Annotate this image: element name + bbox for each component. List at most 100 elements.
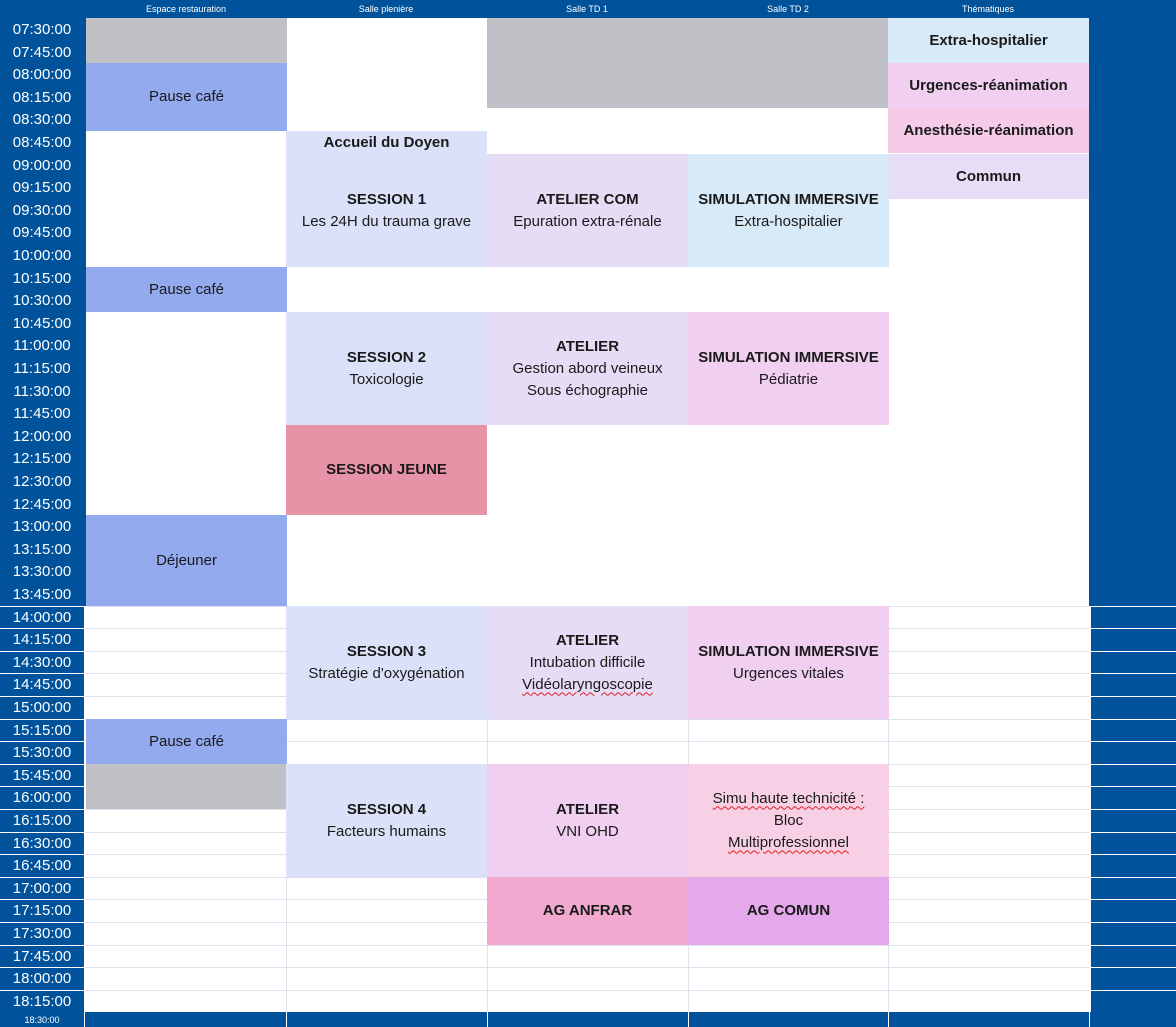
time-divider (0, 651, 84, 652)
time-label: 17:30:00 (12, 925, 72, 942)
time-label: 15:00:00 (12, 699, 72, 716)
block-text: Les 24H du trauma grave (301, 212, 472, 230)
right-strip-divider (1091, 877, 1176, 878)
row-divider (86, 967, 1089, 968)
right-strip-divider (1091, 809, 1176, 810)
block-simulation-urgences: SIMULATION IMMERSIVE Urgences vitales (688, 606, 889, 719)
time-label: 08:15:00 (12, 88, 72, 106)
time-label: 15:45:00 (12, 766, 72, 784)
time-label: 11:45:00 (13, 405, 71, 423)
bottom-bar (0, 1012, 1176, 1027)
bottom-bar-divider (487, 1012, 488, 1027)
time-divider (0, 696, 84, 697)
time-divider (0, 606, 84, 607)
block-text: SIMULATION IMMERSIVE (698, 642, 879, 660)
block-grey-resto-2 (86, 764, 287, 809)
block-text: SESSION 4 (346, 800, 427, 818)
legend-item: Anesthésie-réanimation (888, 108, 1089, 153)
time-divider (0, 877, 84, 878)
time-divider (0, 899, 84, 900)
block-text: AG COMUN (746, 902, 831, 919)
time-label: 08:30:00 (12, 111, 72, 129)
right-strip-divider (1091, 741, 1176, 742)
time-label: 10:45:00 (12, 314, 72, 332)
column-header-3: Salle TD 2 (767, 4, 809, 14)
time-label: 16:15:00 (12, 812, 72, 829)
block-text: Accueil du Doyen (323, 133, 450, 151)
block-text: ATELIER (555, 337, 620, 355)
block-text: Epuration extra-rénale (513, 212, 662, 230)
block-grey-resto-1 (86, 18, 287, 63)
block-text: AG ANFRAR (542, 902, 633, 919)
block-text: SIMULATION IMMERSIVE (698, 190, 879, 208)
time-label: 09:15:00 (12, 179, 72, 197)
time-label: 10:15:00 (12, 269, 72, 287)
right-strip-divider (1091, 764, 1176, 765)
block-text: Pause café (148, 280, 225, 298)
time-label: 14:15:00 (12, 631, 72, 649)
bottom-bar-divider (84, 1012, 85, 1027)
time-label: 08:00:00 (12, 66, 72, 84)
block-session-jeune: SESSION JEUNE (286, 425, 487, 515)
legend-item: Commun (888, 154, 1089, 199)
block-text: Pédiatrie (758, 370, 819, 388)
column-header-1: Salle plenière (358, 4, 414, 14)
block-atelier-com: ATELIER COM Epuration extra-rénale (487, 154, 688, 267)
right-strip-divider (1091, 719, 1176, 720)
column-header-4: Thématiques (961, 4, 1015, 14)
time-label: 11:00:00 (13, 337, 71, 355)
right-strip-divider (1091, 990, 1176, 991)
block-text: SESSION 2 (346, 348, 427, 366)
time-label: 17:15:00 (12, 902, 72, 920)
spellcheck-text: Simu haute technicité : (712, 789, 865, 807)
time-label: 15:15:00 (12, 721, 72, 739)
bottom-bar-divider (286, 1012, 287, 1027)
legend-item: Urgences-réanimation (888, 63, 1089, 108)
right-strip-divider (1091, 899, 1176, 900)
right-strip-divider (1091, 628, 1176, 629)
right-strip-divider (1091, 832, 1176, 833)
time-label: 14:45:00 (12, 676, 72, 694)
block-text: Vidéolaryngoscopie (522, 674, 653, 696)
column-header-0: Espace restauration (145, 4, 227, 14)
block-text: ATELIER (555, 631, 620, 649)
block-text: Intubation difficile (529, 653, 646, 671)
block-text: SESSION 3 (346, 642, 427, 660)
time-divider (0, 854, 84, 855)
block-grey-td-1 (487, 18, 889, 108)
block-text: Urgences vitales (733, 664, 844, 682)
time-label: 07:45:00 (12, 43, 72, 61)
block-pause-cafe-1: Pause café (86, 63, 287, 131)
time-label-bottom: 18:30:00 (24, 1015, 60, 1025)
bottom-bar-divider (688, 1012, 689, 1027)
time-label: 17:00:00 (12, 879, 72, 897)
time-label: 18:00:00 (12, 970, 72, 988)
time-label: 13:15:00 (12, 540, 72, 558)
block-text: ATELIER COM (536, 190, 639, 208)
time-label: 17:45:00 (12, 947, 72, 965)
block-text: Gestion abord veineux (512, 359, 663, 377)
block-session-2: SESSION 2 Toxicologie (286, 312, 487, 425)
block-text: VNI OHD (556, 822, 619, 840)
time-label: 10:00:00 (12, 247, 72, 264)
time-divider (0, 741, 84, 742)
block-ag-anfrar: AG ANFRAR (487, 877, 688, 945)
time-divider (0, 809, 84, 810)
time-label: 11:15:00 (13, 360, 71, 377)
block-pause-cafe-3: Pause café (86, 719, 287, 764)
right-strip-divider (1091, 967, 1176, 968)
time-label: 15:30:00 (12, 744, 72, 762)
right-strip-divider (1091, 696, 1176, 697)
bottom-bar-divider (888, 1012, 889, 1027)
time-label: 12:00:00 (12, 427, 72, 445)
block-text: Pause café (148, 732, 225, 750)
block-text: Toxicologie (349, 370, 424, 388)
